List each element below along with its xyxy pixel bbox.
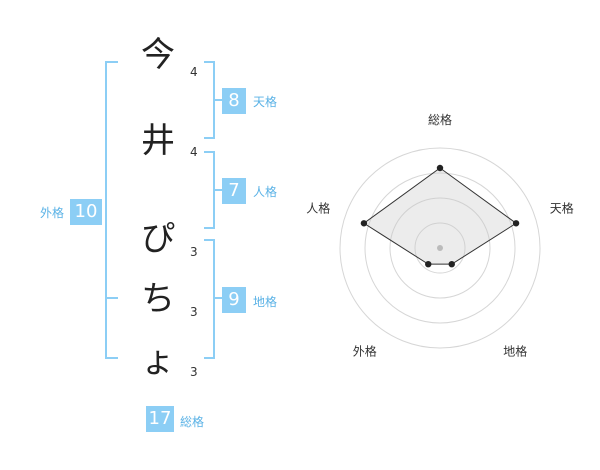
radar-polygon [363, 167, 517, 265]
stroke-count-3: 3 [190, 245, 198, 259]
name-char-5: ょ [141, 341, 175, 381]
radar-point [425, 260, 432, 268]
name-char-1: 今 [141, 35, 175, 75]
radar-axis-label: 地格 [503, 344, 527, 359]
radar-point [512, 220, 520, 227]
soukaku-label: 総格 [180, 415, 205, 429]
tenkaku-value: 8 [222, 88, 246, 114]
radar-point [360, 220, 368, 227]
radar-center-dot [437, 245, 443, 251]
radar-ring [364, 172, 516, 324]
name-char-2: 井 [141, 121, 175, 161]
radar-ring [389, 197, 491, 299]
radar-axis-label: 総格 [428, 112, 452, 127]
bracket-tenkaku [204, 61, 215, 139]
radar-point [436, 164, 444, 172]
soukaku-value: 17 [146, 406, 174, 432]
name-char-4: ち [141, 279, 175, 319]
jinkaku-label: 人格 [253, 185, 278, 199]
radar-axis-label: 天格 [550, 200, 574, 215]
bracket-jinkaku [204, 151, 215, 229]
gaikaku-value: 10 [70, 199, 102, 225]
chikaku-value: 9 [222, 287, 246, 313]
chikaku-label: 地格 [253, 295, 278, 309]
stroke-count-2: 4 [190, 145, 198, 159]
bracket-gaikaku [105, 61, 118, 359]
radar-point [448, 260, 455, 268]
gaikaku-label: 外格 [40, 206, 65, 220]
name-char-3: ぴ [141, 219, 175, 259]
bracket-chikaku [204, 239, 215, 359]
radar-axis-label: 外格 [353, 344, 377, 359]
radar-ring [414, 222, 466, 274]
radar-axis-label: 人格 [306, 200, 330, 215]
stroke-count-5: 3 [190, 365, 198, 379]
stroke-count-4: 3 [190, 305, 198, 319]
stroke-count-1: 4 [190, 65, 198, 79]
tenkaku-label: 天格 [253, 95, 278, 109]
jinkaku-value: 7 [222, 178, 246, 204]
